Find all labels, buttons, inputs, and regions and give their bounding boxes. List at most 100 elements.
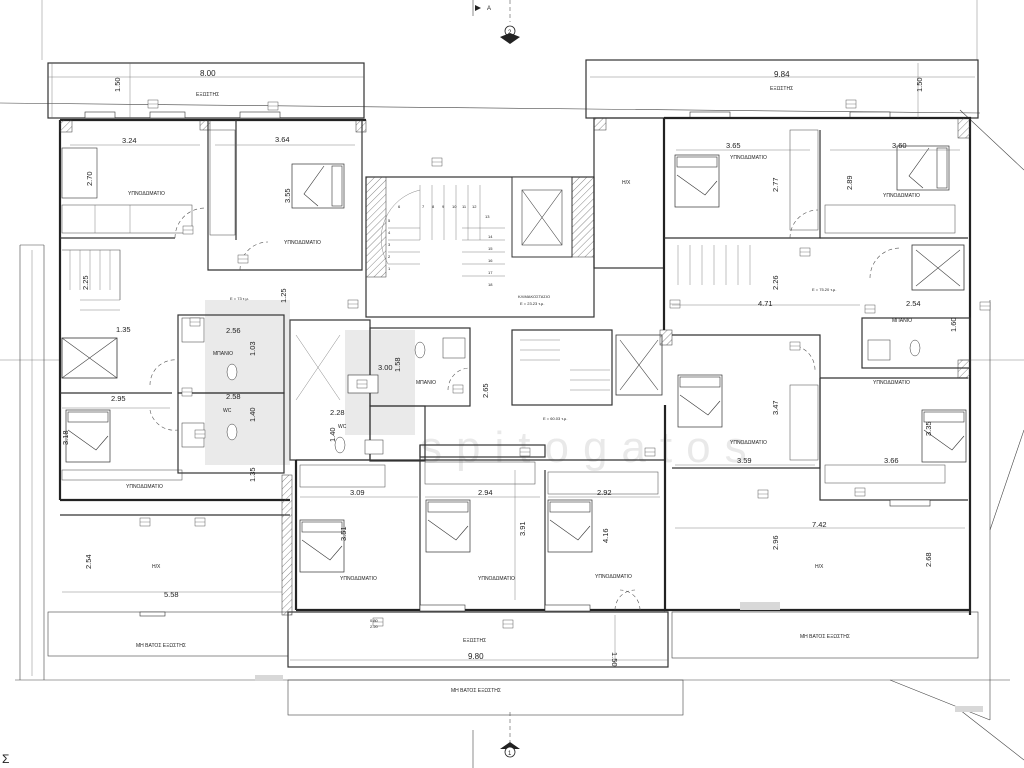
unit-right: [585, 59, 979, 659]
step-8: 8: [432, 204, 435, 209]
axis-marker-top: A 2: [472, 0, 520, 44]
area-center-unit: E = 60.03 τ.μ.: [543, 416, 567, 421]
step-12: 12: [472, 204, 477, 209]
dim-225: 2.25: [81, 275, 90, 290]
dim-256: 2.56: [226, 326, 241, 335]
step-14: 14: [488, 234, 493, 239]
dimension-lines: [48, 63, 975, 665]
dim-277: 2.77: [771, 177, 780, 192]
dim-270: 2.70: [85, 171, 94, 186]
dim-268: 2.68: [924, 552, 933, 567]
step-16: 16: [488, 258, 493, 263]
dim-226: 2.26: [771, 275, 780, 290]
dim-265: 2.65: [481, 383, 490, 398]
dim-294: 2.94: [478, 488, 493, 497]
dim-150-c: 1.50: [610, 652, 619, 667]
dim-359: 3.59: [737, 456, 752, 465]
dim-360: 3.60: [892, 141, 907, 150]
dimension-labels: 8.00 9.84 1.50 1.50 1.50 3.24 3.64 2.70 …: [61, 69, 958, 667]
step-11: 11: [462, 204, 467, 209]
room-bath-r: ΜΠΑΝΙΟ: [892, 318, 912, 324]
dim-292: 2.92: [597, 488, 612, 497]
dim-980: 9.80: [468, 652, 484, 661]
area-left-unit: E = 73 τ.μ.: [230, 296, 249, 301]
room-balcony-top-left: ΕΞΩΣΤΗΣ: [196, 92, 219, 98]
step-4: 4: [388, 230, 391, 235]
dim-295: 2.95: [111, 394, 126, 403]
dim-140-a: 1.40: [248, 407, 257, 422]
room-hk-center: Η/Χ: [622, 180, 631, 186]
step-15: 15: [488, 246, 493, 251]
dim-160: 1.60: [949, 317, 958, 332]
room-unwalk-bottom: ΜΗ ΒΑΤΟΣ ΕΞΩΣΤΗΣ: [451, 688, 501, 694]
dim-309: 3.09: [350, 488, 365, 497]
dim-103: 1.03: [248, 341, 257, 356]
window-tag-w1: 0.80: [370, 618, 379, 623]
dim-471: 4.71: [758, 299, 773, 308]
dim-300: 3.00: [378, 363, 393, 372]
dim-335: 3.35: [924, 421, 933, 436]
room-bed-r2: ΥΠΝΟΔΩΜΑΤΙΟ: [883, 193, 920, 199]
step-6: 6: [398, 204, 401, 209]
corner-letter: Σ: [2, 752, 9, 766]
room-labels: ΕΞΩΣΤΗΣ ΕΞΩΣΤΗΣ ΕΞΩΣΤΗΣ ΥΠΝΟΔΩΜΑΤΙΟ ΥΠΝΟ…: [126, 86, 920, 694]
dim-800: 8.00: [200, 69, 216, 78]
dim-355: 3.55: [283, 188, 292, 203]
dim-258: 2.58: [226, 392, 241, 401]
dim-364: 3.64: [275, 135, 290, 144]
axis-marker-bottom: 1: [472, 712, 520, 768]
step-7: 7: [422, 204, 425, 209]
dim-150-b: 1.50: [915, 77, 924, 92]
room-living-r: Η/Χ: [815, 564, 824, 570]
dim-742: 7.42: [812, 520, 827, 529]
dim-984: 9.84: [774, 70, 790, 79]
room-bed-r3: ΥΠΝΟΔΩΜΑΤΙΟ: [730, 440, 767, 446]
room-bed-c1: ΥΠΝΟΔΩΜΑΤΙΟ: [340, 576, 377, 582]
room-wc-c: WC: [338, 424, 347, 430]
dim-318: 3.18: [61, 430, 70, 445]
unit-left: [47, 62, 367, 657]
room-stair: ΚΛΙΜΑΚΟΣΤΑΣΙΟ: [518, 294, 550, 299]
room-wc-l: WC: [223, 408, 232, 414]
dim-135-b: 1.35: [248, 467, 257, 482]
area-stair: E = 23.23 τ.μ.: [520, 301, 544, 306]
dim-365: 3.65: [726, 141, 741, 150]
dim-254-b: 2.54: [906, 299, 921, 308]
room-bed-c3: ΥΠΝΟΔΩΜΑΤΙΟ: [595, 574, 632, 580]
step-10: 10: [452, 204, 457, 209]
dim-347: 3.47: [771, 400, 780, 415]
room-balcony-bottom: ΕΞΩΣΤΗΣ: [463, 638, 486, 644]
room-bath-l: ΜΠΑΝΙΟ: [213, 351, 233, 357]
area-labels: E = 73 τ.μ. E = 60.03 τ.μ. E = 75.20 τ.μ…: [230, 287, 836, 421]
room-unwalk-left: ΜΗ ΒΑΤΟΣ ΕΞΩΣΤΗΣ: [136, 643, 186, 649]
section-letter: A: [487, 6, 491, 12]
room-bed-r1: ΥΠΝΟΔΩΜΑΤΙΟ: [730, 155, 767, 161]
room-balcony-top-right: ΕΞΩΣΤΗΣ: [770, 86, 793, 92]
room-bed-l3: ΥΠΝΟΔΩΜΑΤΙΟ: [126, 484, 163, 490]
axis-number-top: 2: [508, 30, 512, 36]
step-18: 18: [488, 282, 493, 287]
room-bed-l1: ΥΠΝΟΔΩΜΑΤΙΟ: [128, 191, 165, 197]
dim-228: 2.28: [330, 408, 345, 417]
step-9: 9: [442, 204, 445, 209]
site-boundary: [19, 0, 991, 720]
dim-416: 4.16: [601, 528, 610, 543]
dim-391: 3.91: [518, 521, 527, 536]
room-bed-l2: ΥΠΝΟΔΩΜΑΤΙΟ: [284, 240, 321, 246]
dim-140-b: 1.40: [328, 427, 337, 442]
step-5: 5: [388, 218, 391, 223]
watermark-text: spitogatos: [420, 423, 761, 472]
step-3: 3: [388, 242, 391, 247]
step-2: 2: [388, 254, 391, 259]
dim-366: 3.66: [884, 456, 899, 465]
window-tag-w2: 2.20: [370, 624, 379, 629]
dim-150-a: 1.50: [113, 77, 122, 92]
dim-158: 1.58: [393, 357, 402, 372]
window-tag-text: 0.80 2.20: [370, 618, 379, 629]
room-bed-r4: ΥΠΝΟΔΩΜΑΤΙΟ: [873, 380, 910, 386]
area-right-unit: E = 75.20 τ.μ.: [812, 287, 836, 292]
dim-125: 1.25: [279, 288, 288, 303]
dim-289: 2.89: [845, 175, 854, 190]
room-bed-c2: ΥΠΝΟΔΩΜΑΤΙΟ: [478, 576, 515, 582]
